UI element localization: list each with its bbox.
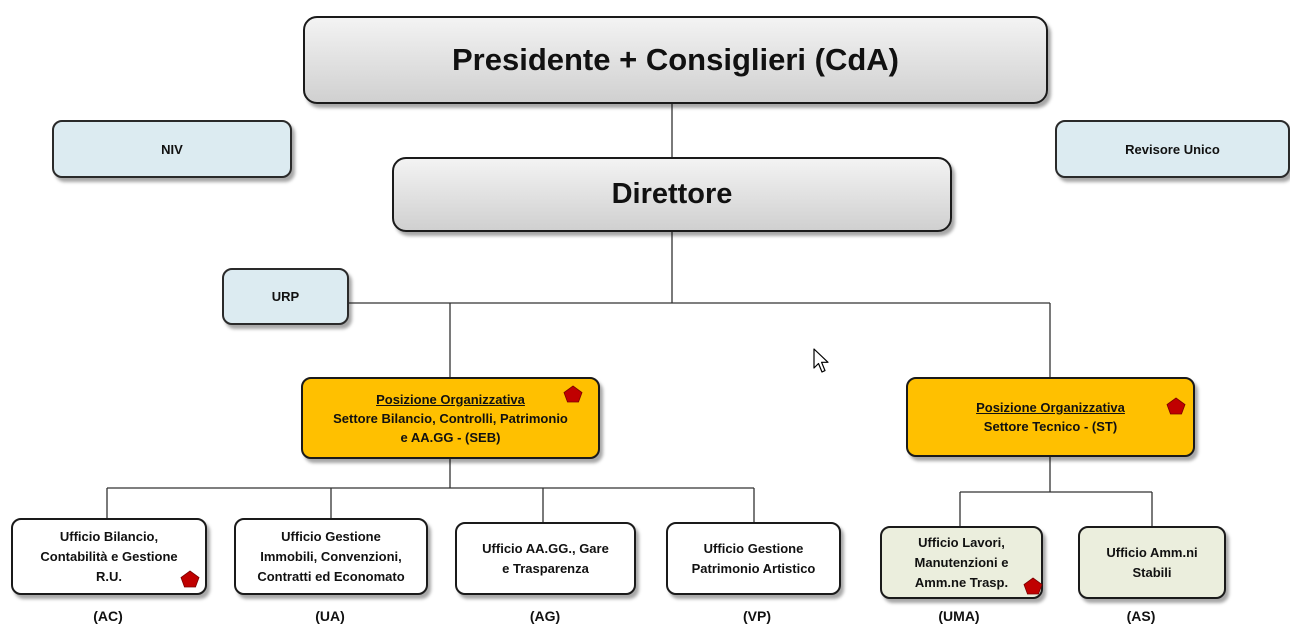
office-as-line: Stabili: [1132, 564, 1172, 580]
urp-label: URP: [271, 289, 300, 304]
office-vp-line: Patrimonio Artistico: [691, 560, 816, 576]
office-uma-line: Ufficio Lavori,: [918, 534, 1005, 550]
board-label: Presidente + Consiglieri (CdA): [451, 42, 899, 77]
office-as-box: Ufficio Amm.ni Stabili: [1078, 526, 1226, 599]
office-vp-box: Ufficio Gestione Patrimonio Artistico: [666, 522, 841, 595]
board-box: Presidente + Consiglieri (CdA): [303, 16, 1048, 104]
office-as-line: Ufficio Amm.ni: [1106, 544, 1198, 560]
direttore-box: Direttore: [392, 157, 952, 232]
office-ua-line: Contratti ed Economato: [257, 568, 405, 584]
office-code-ag: (AG): [529, 608, 561, 624]
direttore-label: Direttore: [611, 178, 733, 210]
office-ua-line: Immobili, Convenzioni,: [260, 548, 402, 564]
niv-box: NIV: [52, 120, 292, 178]
office-ag-line: Ufficio AA.GG., Gare: [482, 540, 609, 556]
mouse-cursor-icon: [813, 348, 829, 373]
po-seb-title: Posizione Organizzativa: [376, 391, 525, 407]
pentagon-marker-icon: [1023, 577, 1043, 595]
urp-box: URP: [222, 268, 349, 325]
revisore-box: Revisore Unico: [1055, 120, 1290, 178]
office-ac-line: Contabilità e Gestione: [40, 548, 178, 564]
office-ag-line: e Trasparenza: [502, 560, 589, 576]
office-code-ac: (AC): [93, 608, 123, 624]
po-st-line1: Settore Tecnico - (ST): [983, 419, 1118, 434]
office-ac-line: Ufficio Bilancio,: [59, 528, 159, 544]
revisore-label: Revisore Unico: [1125, 141, 1220, 157]
office-code-vp: (VP): [743, 608, 771, 624]
po-st-box: Posizione Organizzativa Settore Tecnico …: [906, 377, 1195, 457]
office-vp-line: Ufficio Gestione: [703, 540, 804, 556]
po-seb-line2: e AA.GG - (SEB): [400, 429, 501, 445]
office-ua-line: Ufficio Gestione: [281, 528, 381, 544]
office-uma-box: Ufficio Lavori, Manutenzioni e Amm.ne Tr…: [880, 526, 1043, 599]
office-uma-line: Manutenzioni e: [914, 554, 1009, 570]
pentagon-marker-icon: [563, 385, 583, 403]
pentagon-marker-icon: [180, 570, 200, 588]
office-ag-box: Ufficio AA.GG., Gare e Trasparenza: [455, 522, 636, 595]
office-ac-line: R.U.: [96, 568, 122, 584]
po-seb-line1: Settore Bilancio, Controlli, Patrimonio: [333, 410, 568, 426]
niv-label: NIV: [161, 141, 183, 157]
office-code-ua: (UA): [315, 608, 345, 624]
office-uma-line: Amm.ne Trasp.: [914, 574, 1009, 590]
office-code-as: (AS): [1126, 608, 1156, 624]
pentagon-marker-icon: [1166, 397, 1186, 415]
office-code-uma: (UMA): [938, 608, 980, 624]
office-ac-box: Ufficio Bilancio, Contabilità e Gestione…: [11, 518, 207, 595]
office-ua-box: Ufficio Gestione Immobili, Convenzioni, …: [234, 518, 428, 595]
po-st-title: Posizione Organizzativa: [976, 400, 1125, 415]
po-seb-box: Posizione Organizzativa Settore Bilancio…: [301, 377, 600, 459]
